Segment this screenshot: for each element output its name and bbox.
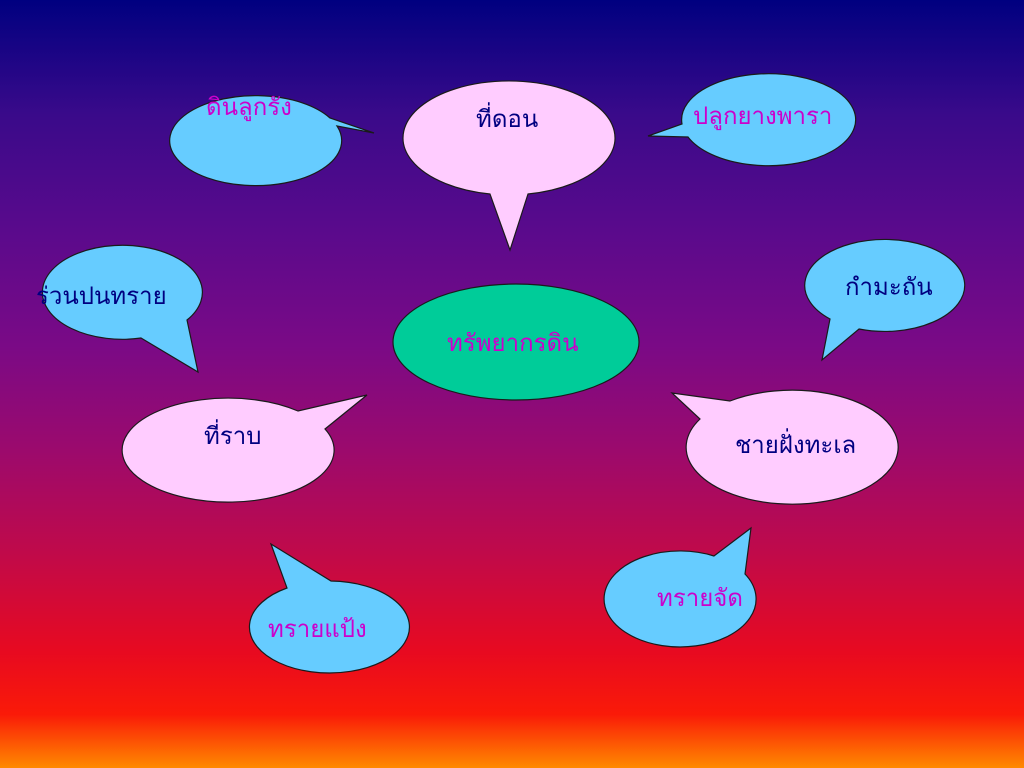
callout-acidic (804, 238, 966, 362)
label-acidic: กำมะถัน (845, 273, 933, 301)
center-ellipse (392, 283, 640, 401)
label-lateritic: ดินลูกรัง (206, 93, 292, 121)
callout-plain (121, 394, 368, 503)
callout-hardpan (248, 542, 411, 674)
label-sandy: ทรายจัด (657, 584, 743, 612)
callout-rubber (647, 73, 857, 167)
label-loamy-sand: ร่วนปนทราย (36, 282, 167, 310)
center-label: ทรัพยากรดิน (447, 329, 579, 357)
label-coast: ชายฝั่งทะเล (735, 431, 857, 459)
callout-lateritic (169, 95, 375, 187)
label-plain: ที่ราบ (204, 422, 262, 450)
label-highland: ที่ดอน (476, 105, 539, 133)
callout-loamy-sand (41, 244, 203, 374)
label-hardpan: ทรายแป้ง (268, 615, 367, 643)
label-rubber: ปลูกยางพารา (693, 102, 833, 130)
callout-highland (402, 80, 616, 252)
callout-sandy (603, 526, 757, 648)
callout-coast (670, 389, 899, 505)
